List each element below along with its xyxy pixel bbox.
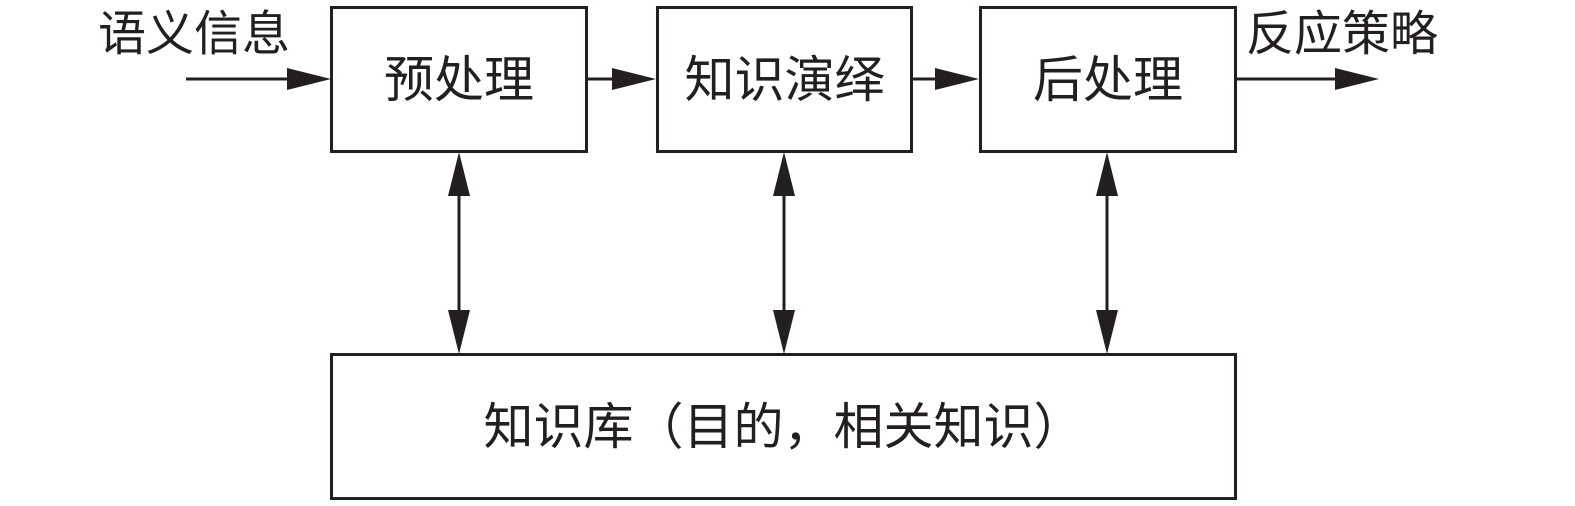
arrow-preprocess-to-deduction <box>587 68 656 90</box>
deduction-label: 知识演绎 <box>684 50 885 109</box>
postprocess-box: 后处理 <box>979 6 1237 153</box>
output-arrow <box>1236 68 1379 90</box>
arrow-deduction-to-postprocess <box>912 68 979 90</box>
output-label: 反应策略 <box>1246 6 1439 62</box>
input-arrow <box>186 68 331 90</box>
input-label: 语义信息 <box>98 6 291 62</box>
link-deduction-knowledge-base <box>773 152 795 354</box>
deduction-box: 知识演绎 <box>656 6 913 153</box>
knowledge-base-label: 知识库（目的，相关知识） <box>483 397 1084 456</box>
link-postprocess-knowledge-base <box>1096 152 1118 354</box>
knowledge-base-box: 知识库（目的，相关知识） <box>330 353 1237 500</box>
postprocess-label: 后处理 <box>1033 50 1183 109</box>
preprocess-label: 预处理 <box>384 50 534 109</box>
preprocess-box: 预处理 <box>330 6 588 153</box>
link-preprocess-knowledge-base <box>448 152 470 354</box>
